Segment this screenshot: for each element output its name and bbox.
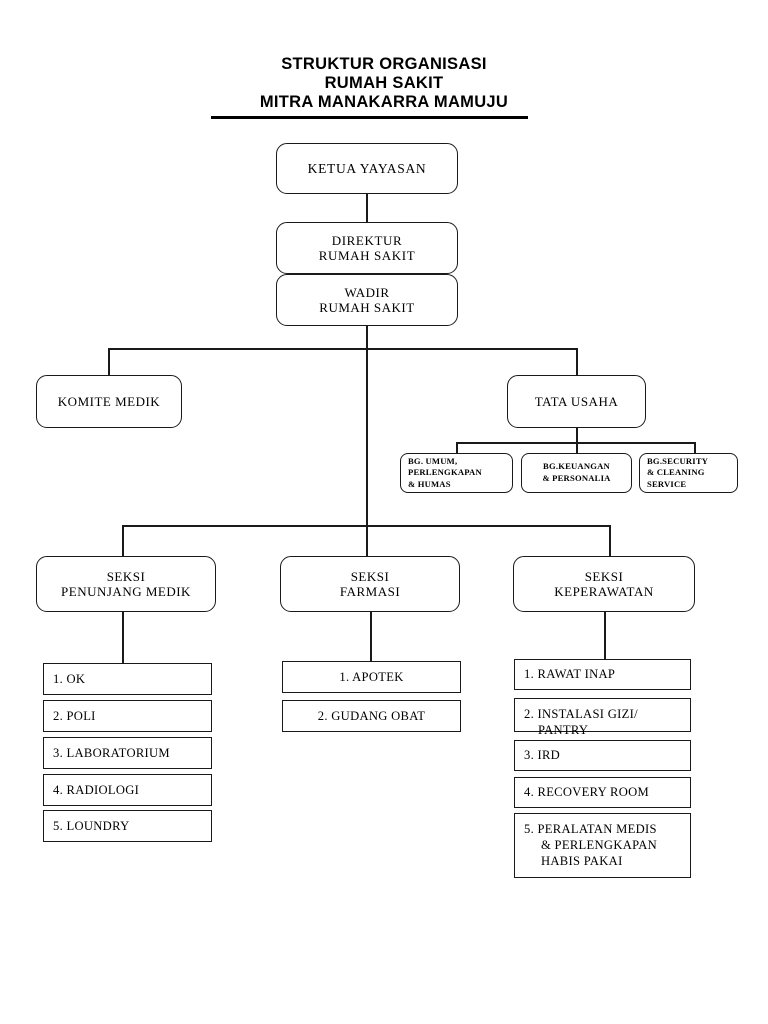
node-tata-usaha-label: TATA USAHA bbox=[534, 393, 619, 409]
node-seksi-keperawatan-line-2: KEPERAWATAN bbox=[554, 584, 654, 599]
node-bg-umum-perlengkapan-humas[interactable]: BG. UMUM, PERLENGKAPAN & HUMAS bbox=[400, 453, 513, 493]
connector-bus-to-bg-umum bbox=[456, 442, 458, 454]
connector-penunjang-medik-stem bbox=[122, 612, 124, 663]
node-ketua-yayasan-label: KETUA YAYASAN bbox=[307, 160, 427, 176]
list-item-penunjang-3[interactable]: 3. LABORATORIUM bbox=[43, 737, 212, 769]
connector-bus-to-seksi-farmasi bbox=[366, 525, 368, 556]
connector-bus-to-tata-usaha bbox=[576, 348, 578, 376]
node-seksi-farmasi-line-2: FARMASI bbox=[339, 584, 401, 599]
list-item-keperawatan-2-line-1: 2. INSTALASI GIZI/ bbox=[524, 707, 638, 721]
node-bg-keuangan-line-2: & PERSONALIA bbox=[542, 473, 611, 483]
list-item-keperawatan-4[interactable]: 4. RECOVERY ROOM bbox=[514, 777, 691, 808]
list-item-keperawatan-1-label: 1. RAWAT INAP bbox=[524, 667, 616, 682]
list-item-keperawatan-2[interactable]: 2. INSTALASI GIZI/ PANTRY bbox=[514, 698, 691, 737]
title-line-2: RUMAH SAKIT bbox=[324, 74, 444, 92]
title-line-3: MITRA MANAKARRA MAMUJU bbox=[259, 93, 509, 111]
node-bg-umum-label: BG. UMUM, PERLENGKAPAN & HUMAS bbox=[408, 456, 512, 491]
node-seksi-penunjang-medik[interactable]: SEKSI PENUNJANG MEDIK bbox=[36, 556, 216, 612]
list-item-keperawatan-3[interactable]: 3. IRD bbox=[514, 740, 691, 771]
list-item-keperawatan-1[interactable]: 1. RAWAT INAP bbox=[514, 659, 691, 690]
node-ketua-yayasan[interactable]: KETUA YAYASAN bbox=[276, 143, 458, 194]
list-item-keperawatan-5-line-3: HABIS PAKAI bbox=[541, 854, 623, 869]
title-line-1: STRUKTUR ORGANISASI bbox=[281, 55, 487, 73]
list-item-penunjang-4[interactable]: 4. RADIOLOGI bbox=[43, 774, 212, 806]
connector-tata-usaha-bus bbox=[456, 442, 695, 444]
node-seksi-penunjang-medik-label: SEKSI PENUNJANG MEDIK bbox=[37, 569, 215, 600]
list-item-penunjang-5-label: 5. LOUNDRY bbox=[53, 818, 130, 833]
list-item-penunjang-2[interactable]: 2. POLI bbox=[43, 700, 212, 732]
node-bg-umum-line-3: & HUMAS bbox=[408, 478, 451, 489]
list-item-farmasi-1-label: 1. APOTEK bbox=[339, 669, 404, 684]
list-item-farmasi-2[interactable]: 2. GUDANG OBAT bbox=[282, 700, 461, 732]
node-wadir-line-2: RUMAH SAKIT bbox=[319, 300, 415, 315]
node-seksi-penunjang-medik-line-1: SEKSI bbox=[106, 568, 146, 584]
node-seksi-keperawatan-line-1: SEKSI bbox=[584, 568, 624, 584]
page-title: STRUKTUR ORGANISASI RUMAH SAKIT MITRA MA… bbox=[0, 55, 768, 112]
list-item-penunjang-1[interactable]: 1. OK bbox=[43, 663, 212, 695]
node-direktur-label: DIREKTUR RUMAH SAKIT bbox=[277, 233, 457, 264]
connector-level4-bus bbox=[108, 348, 577, 350]
node-komite-medik[interactable]: KOMITE MEDIK bbox=[36, 375, 182, 428]
node-tata-usaha[interactable]: TATA USAHA bbox=[507, 375, 646, 428]
node-seksi-penunjang-medik-line-2: PENUNJANG MEDIK bbox=[61, 584, 191, 599]
list-item-keperawatan-4-label: 4. RECOVERY ROOM bbox=[524, 785, 650, 800]
node-bg-keuangan-label: BG.KEUANGAN & PERSONALIA bbox=[522, 461, 631, 484]
list-item-keperawatan-5[interactable]: 5. PERALATAN MEDIS & PERLENGKAPAN HABIS … bbox=[514, 813, 691, 878]
connector-keperawatan-stem bbox=[604, 612, 606, 659]
list-item-keperawatan-5-label: 5. PERALATAN MEDIS & PERLENGKAPAN HABIS … bbox=[524, 821, 657, 869]
node-bg-security-line-1: BG.SECURITY bbox=[647, 455, 709, 466]
node-bg-keuangan-line-1: BG.KEUANGAN bbox=[543, 461, 610, 472]
connector-tata-usaha-stem bbox=[576, 428, 578, 442]
list-item-farmasi-1[interactable]: 1. APOTEK bbox=[282, 661, 461, 693]
node-direktur-line-2: RUMAH SAKIT bbox=[318, 248, 416, 263]
node-bg-umum-line-2: PERLENGKAPAN bbox=[408, 467, 482, 478]
node-wadir-rumah-sakit[interactable]: WADIR RUMAH SAKIT bbox=[276, 274, 458, 326]
node-bg-security-line-2: & CLEANING bbox=[647, 467, 705, 478]
node-direktur-line-1: DIREKTUR bbox=[331, 232, 403, 248]
list-item-farmasi-2-label: 2. GUDANG OBAT bbox=[317, 708, 426, 723]
node-bg-keuangan-personalia[interactable]: BG.KEUANGAN & PERSONALIA bbox=[521, 453, 632, 493]
list-item-penunjang-2-label: 2. POLI bbox=[53, 708, 96, 723]
connector-bus-to-seksi-penunjang-medik bbox=[122, 525, 124, 556]
node-komite-medik-label: KOMITE MEDIK bbox=[57, 393, 161, 409]
node-seksi-farmasi-label: SEKSI FARMASI bbox=[281, 569, 459, 600]
node-seksi-keperawatan-label: SEKSI KEPERAWATAN bbox=[514, 569, 694, 600]
list-item-penunjang-3-label: 3. LABORATORIUM bbox=[53, 745, 170, 760]
node-bg-security-label: BG.SECURITY & CLEANING SERVICE bbox=[647, 456, 737, 491]
node-seksi-keperawatan[interactable]: SEKSI KEPERAWATAN bbox=[513, 556, 695, 612]
connector-wadir-trunk bbox=[366, 326, 368, 526]
connector-bus-to-komite-medik bbox=[108, 348, 110, 376]
title-underline bbox=[211, 116, 528, 119]
list-item-keperawatan-2-label: 2. INSTALASI GIZI/ PANTRY bbox=[524, 706, 638, 738]
connector-ketua-to-direktur bbox=[366, 194, 368, 222]
node-wadir-label: WADIR RUMAH SAKIT bbox=[277, 285, 457, 316]
node-direktur-rumah-sakit[interactable]: DIREKTUR RUMAH SAKIT bbox=[276, 222, 458, 274]
list-item-penunjang-1-label: 1. OK bbox=[53, 671, 86, 686]
list-item-penunjang-4-label: 4. RADIOLOGI bbox=[53, 782, 140, 797]
node-seksi-farmasi[interactable]: SEKSI FARMASI bbox=[280, 556, 460, 612]
node-wadir-line-1: WADIR bbox=[344, 284, 390, 300]
node-bg-security-cleaning-service[interactable]: BG.SECURITY & CLEANING SERVICE bbox=[639, 453, 738, 493]
connector-bus-to-bg-security bbox=[694, 442, 696, 454]
list-item-keperawatan-5-line-2: & PERLENGKAPAN bbox=[541, 838, 658, 853]
node-bg-security-line-3: SERVICE bbox=[647, 478, 687, 489]
node-bg-umum-line-1: BG. UMUM, bbox=[408, 455, 458, 466]
connector-farmasi-stem bbox=[370, 612, 372, 661]
list-item-penunjang-5[interactable]: 5. LOUNDRY bbox=[43, 810, 212, 842]
node-seksi-farmasi-line-1: SEKSI bbox=[350, 568, 390, 584]
connector-bus-to-bg-keuangan bbox=[576, 442, 578, 454]
connector-bus-to-seksi-keperawatan bbox=[609, 525, 611, 556]
list-item-keperawatan-2-line-2: PANTRY bbox=[538, 723, 589, 738]
list-item-keperawatan-5-line-1: 5. PERALATAN MEDIS bbox=[524, 822, 657, 836]
list-item-keperawatan-3-label: 3. IRD bbox=[524, 748, 561, 763]
